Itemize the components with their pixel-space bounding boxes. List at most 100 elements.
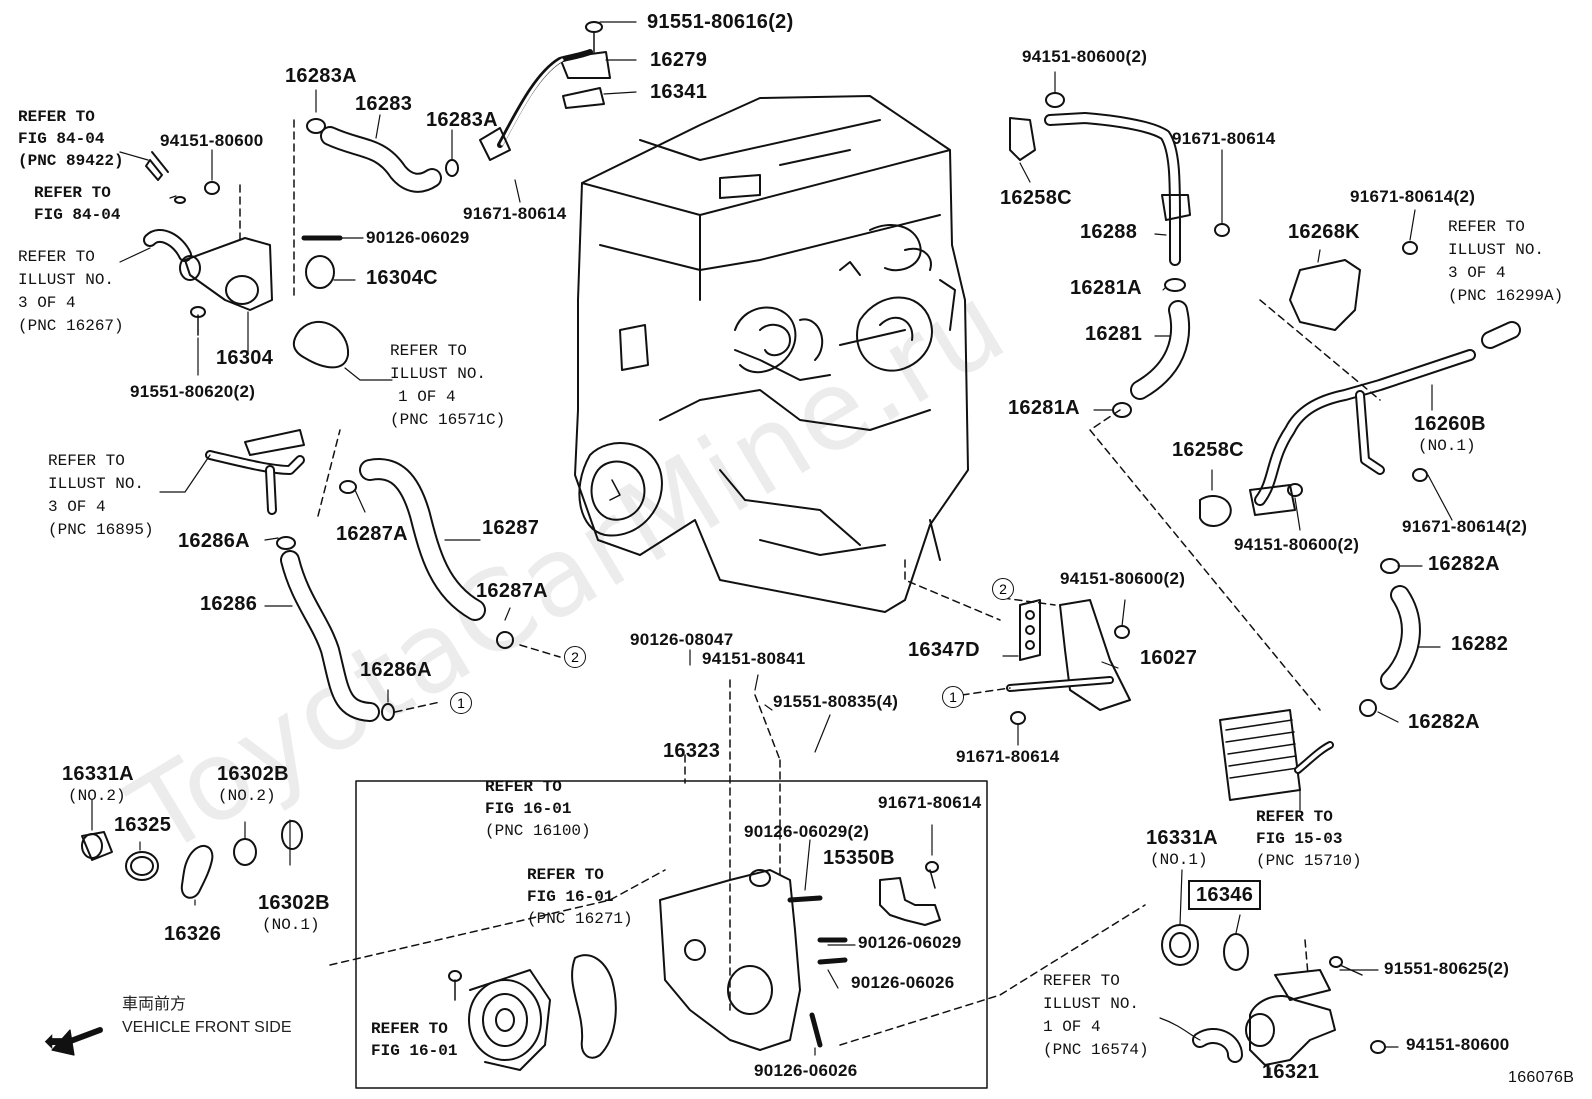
- label-16260B: 16260B: [1414, 413, 1486, 435]
- ref-fig1601-16271[interactable]: REFER TO FIG 16-01 (PNC 16271): [527, 864, 633, 930]
- small-parts-bottom-left: [81, 820, 303, 899]
- label-16341: 16341: [650, 81, 708, 103]
- label-16282: 16282: [1451, 633, 1509, 655]
- ref-line: FIG 84-04: [18, 130, 105, 148]
- ref-line: (PNC 16299A): [1448, 287, 1564, 305]
- label-16286A-a: 16286A: [178, 530, 250, 552]
- ref-line: (PNC 16571C): [390, 411, 506, 429]
- label-16260B-sub: (NO.1): [1418, 437, 1476, 455]
- label-16331A-r: 16331A: [1146, 827, 1218, 849]
- hose-16282: [1359, 558, 1421, 717]
- label-90126-06029-t: 90126-06029: [366, 228, 470, 247]
- ref-line: REFER TO: [1256, 808, 1333, 826]
- label-16281A-a: 16281A: [1070, 277, 1142, 299]
- label-94151-80600-m2: 94151-80600(2): [1234, 535, 1360, 554]
- figure-id: 166076B: [1508, 1069, 1575, 1086]
- label-16283A-top: 16283A: [285, 65, 357, 87]
- label-16258C-m: 16258C: [1172, 439, 1244, 461]
- label-16279: 16279: [650, 49, 708, 71]
- ref-line: ILLUST NO.: [1448, 241, 1545, 259]
- ref-line: REFER TO: [390, 342, 467, 360]
- ref-line: FIG 16-01: [485, 800, 572, 818]
- ref-line: 1 OF 4: [1043, 1018, 1101, 1036]
- thermostat-outlet-16321: [1161, 924, 1386, 1066]
- label-16321: 16321: [1262, 1061, 1320, 1083]
- ref-illus1-16571C[interactable]: REFER TO ILLUST NO. 1 OF 4 (PNC 16571C): [390, 340, 505, 432]
- ref-illus3-16267[interactable]: REFER TO ILLUST NO. 3 OF 4 (PNC 16267): [18, 246, 124, 338]
- sensor-89422: [145, 151, 186, 204]
- label-91671-80614-b: 91671-80614: [878, 793, 982, 812]
- ref-line: 3 OF 4: [1448, 264, 1506, 282]
- stud-ring-group: [292, 235, 350, 369]
- label-90126-08047: 90126-08047: [630, 630, 734, 649]
- ref-line: REFER TO: [18, 108, 95, 126]
- label-16268K: 16268K: [1288, 221, 1360, 243]
- label-16286: 16286: [200, 593, 258, 615]
- engine-block: [574, 95, 969, 613]
- connector-2-left: 2: [564, 646, 586, 668]
- ref-line: FIG 16-01: [371, 1042, 458, 1060]
- ref-illus1-16574[interactable]: REFER TO ILLUST NO. 1 OF 4 (PNC 16574): [1043, 970, 1149, 1062]
- label-16282A-a: 16282A: [1428, 553, 1500, 575]
- hose-16286: [276, 536, 395, 722]
- bracket-16027: [1006, 599, 1131, 725]
- label-94151-80600-c2: 94151-80600(2): [1060, 569, 1186, 588]
- label-16287A-b: 16287A: [476, 580, 548, 602]
- label-91551-80835: 91551-80835(4): [773, 692, 899, 711]
- ref-line: FIG 16-01: [527, 888, 614, 906]
- dashed-lines: [239, 119, 1381, 1046]
- label-16282A-b: 16282A: [1408, 711, 1480, 733]
- label-15350B: 15350B: [823, 847, 895, 869]
- label-91551-80616: 91551-80616(2): [647, 11, 794, 33]
- ref-fig1601-16100[interactable]: REFER TO FIG 16-01 (PNC 16100): [485, 776, 591, 842]
- connector-2-right: 2: [992, 578, 1014, 600]
- label-16326: 16326: [164, 923, 222, 945]
- water-pump-box: [355, 780, 988, 1089]
- label-16258C-t: 16258C: [1000, 187, 1072, 209]
- label-90126-06026-a: 90126-06026: [851, 973, 955, 992]
- direction-ja: 車両前方: [122, 996, 187, 1013]
- ref-illus3-16299A[interactable]: REFER TO ILLUST NO. 3 OF 4 (PNC 16299A): [1448, 216, 1563, 308]
- label-16304: 16304: [216, 347, 274, 369]
- ref-line: 1 OF 4: [398, 388, 456, 406]
- pipe-16260B: [1199, 349, 1476, 527]
- label-90126-06029-b: 90126-06029: [858, 933, 962, 952]
- label-16027: 16027: [1140, 647, 1198, 669]
- ref-fig8404-89422[interactable]: REFER TO FIG 84-04 (PNC 89422): [18, 106, 124, 172]
- label-16302B-a-sub: (NO.2): [218, 787, 276, 805]
- label-16302B-b-sub: (NO.1): [262, 916, 320, 934]
- connector-1-left: 1: [450, 692, 472, 714]
- ref-line: REFER TO: [527, 866, 604, 884]
- label-16287: 16287: [482, 517, 540, 539]
- ref-line: ILLUST NO.: [390, 365, 487, 383]
- ref-fig8404[interactable]: REFER TO FIG 84-04: [34, 182, 120, 226]
- ref-line: 3 OF 4: [48, 498, 106, 516]
- front-arrow-icon: ⬅: [44, 1025, 70, 1058]
- label-91671-80614-r2: 91671-80614(2): [1350, 187, 1476, 206]
- ref-line: (PNC 15710): [1256, 852, 1362, 870]
- ref-illus3-16895[interactable]: REFER TO ILLUST NO. 3 OF 4 (PNC 16895): [48, 450, 154, 542]
- ref-fig1601[interactable]: REFER TO FIG 16-01: [371, 1018, 457, 1062]
- ref-line: 3 OF 4: [18, 294, 76, 312]
- label-91551-80625: 91551-80625(2): [1384, 959, 1510, 978]
- label-16346-highlighted[interactable]: 16346: [1188, 880, 1262, 910]
- ref-line: REFER TO: [1448, 218, 1525, 236]
- ref-line: FIG 15-03: [1256, 830, 1343, 848]
- label-91671-80614-tr: 91671-80614: [1172, 129, 1276, 148]
- ref-fig1503-15710[interactable]: REFER TO FIG 15-03 (PNC 15710): [1256, 806, 1362, 872]
- label-16347D: 16347D: [908, 639, 980, 661]
- ref-line: (PNC 16271): [527, 910, 633, 928]
- label-91551-80620: 91551-80620(2): [130, 382, 256, 401]
- label-91671-80614-m2: 91671-80614(2): [1402, 517, 1528, 536]
- direction-note: 車両前方 VEHICLE FRONT SIDE: [122, 993, 292, 1039]
- ref-line: REFER TO: [371, 1020, 448, 1038]
- pipe-16895: [205, 429, 305, 515]
- label-16331A-r-sub: (NO.1): [1150, 851, 1208, 869]
- ref-line: ILLUST NO.: [18, 271, 115, 289]
- ref-line: (PNC 16267): [18, 317, 124, 335]
- label-16323: 16323: [663, 740, 721, 762]
- label-16283: 16283: [355, 93, 413, 115]
- bracket-16268K: [1289, 241, 1521, 349]
- label-16287A-a: 16287A: [336, 523, 408, 545]
